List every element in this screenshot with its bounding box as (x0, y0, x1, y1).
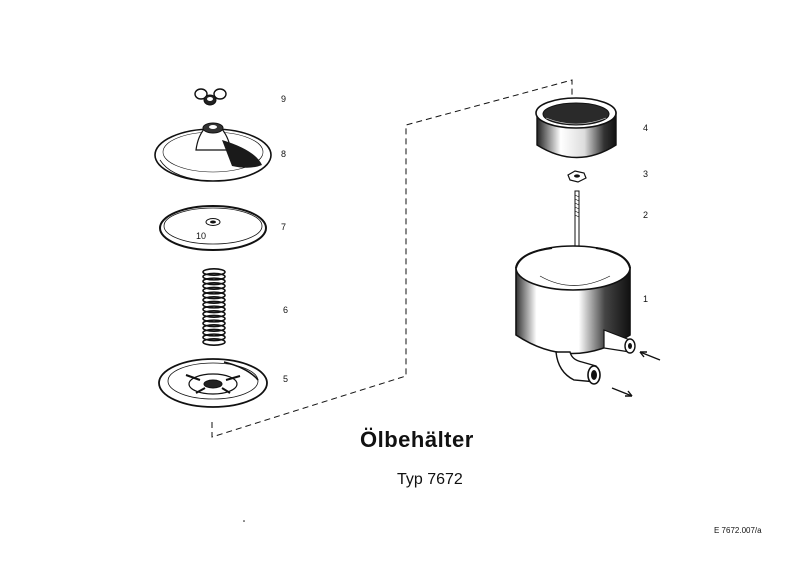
part-label-10: 10 (196, 231, 207, 241)
spring-coil (202, 314, 226, 323)
diagram-title: Ölbehälter (360, 427, 474, 452)
spring-coil (202, 272, 226, 281)
part-label-9: 9 (281, 94, 287, 104)
small-nut (567, 170, 587, 183)
assembly-dashed-line (211, 79, 573, 438)
part-label-1: 1 (643, 294, 649, 304)
gasket-ring (159, 205, 267, 251)
oil-container (515, 245, 661, 397)
spring-coil (202, 337, 226, 346)
cylindrical-cap (535, 97, 617, 159)
outlet-arrow (611, 387, 633, 397)
spring-coil (202, 295, 226, 304)
base-plate (158, 358, 268, 408)
inlet-arrow (639, 351, 661, 361)
diagram-subtitle: Typ 7672 (397, 471, 463, 488)
spring-coil (202, 277, 226, 286)
spring-coil (202, 323, 226, 332)
part-label-7: 7 (281, 222, 287, 232)
part-label-6: 6 (283, 305, 289, 315)
spring-coil (202, 328, 226, 337)
spring-coil (202, 319, 226, 328)
reference-code: E 7672.007/a (714, 526, 762, 535)
spring-coil (202, 300, 226, 309)
spring-coil (202, 333, 226, 342)
spring-coil (202, 291, 226, 300)
lid (154, 122, 272, 182)
part-label-3: 3 (643, 169, 649, 179)
spring-coil (202, 267, 226, 276)
part-label-5: 5 (283, 374, 289, 384)
part-label-4: 4 (643, 123, 649, 133)
part-label-8: 8 (281, 149, 287, 159)
part-label-2: 2 (643, 210, 649, 220)
spring-coil (202, 281, 226, 290)
wing-nut (194, 88, 227, 106)
spring (202, 267, 226, 346)
speck (243, 520, 245, 522)
spring-coil (202, 305, 226, 314)
spring-coil (202, 309, 226, 318)
spring-coil (202, 286, 226, 295)
